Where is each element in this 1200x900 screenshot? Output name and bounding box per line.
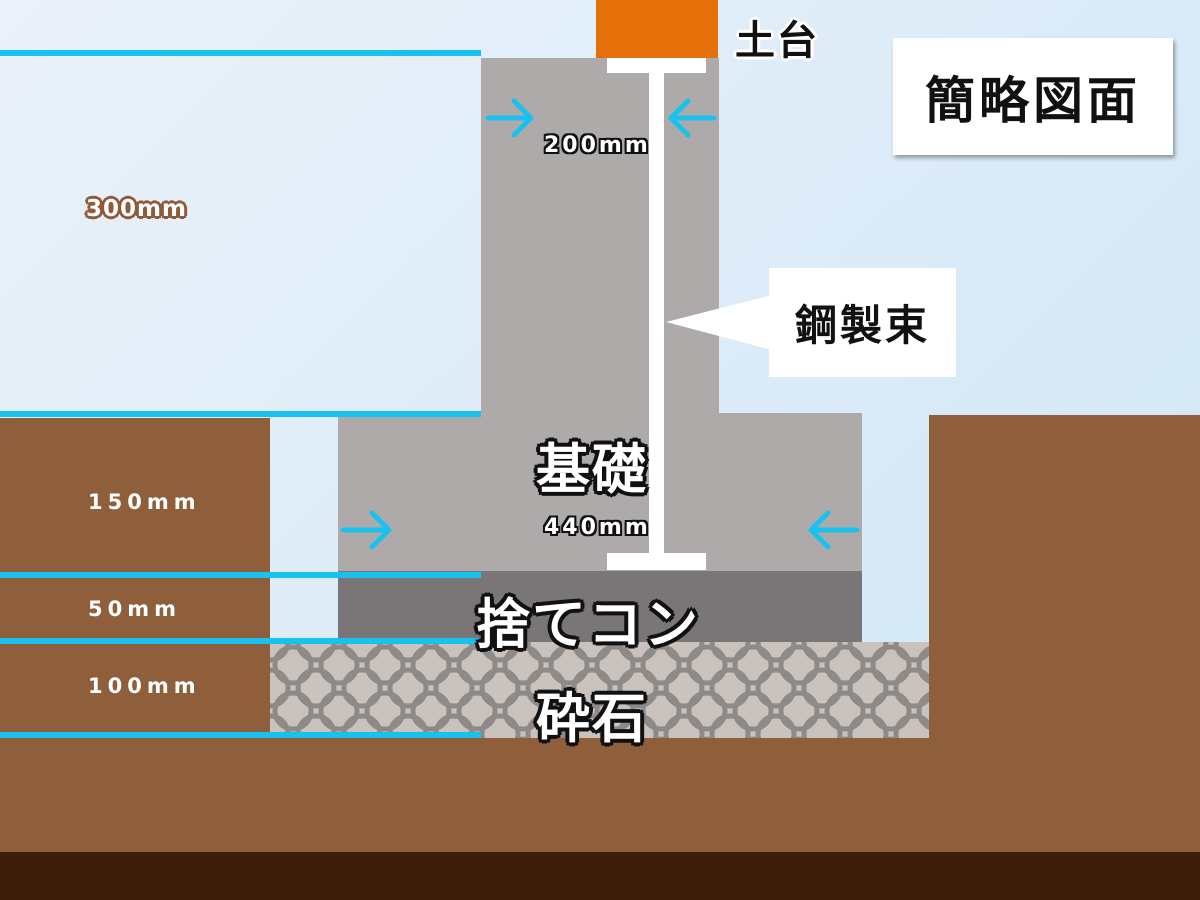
dodai-sill (596, 0, 718, 58)
top-width-label: 200mm (544, 133, 651, 158)
arrow-bottom-right (808, 510, 860, 550)
arrow-top-right (668, 98, 717, 138)
gravel-texture (270, 642, 929, 738)
foundation-label: 基礎 (536, 438, 648, 501)
foundation-footing (338, 413, 862, 571)
callout-pointer (666, 295, 772, 350)
title-box: 簡略図面 (893, 38, 1173, 155)
arrow-bottom-left (340, 510, 392, 550)
dimension-lines (0, 50, 481, 738)
dimension-line-top (0, 50, 481, 56)
steel-post-label: 鋼製束 (794, 301, 930, 350)
diagram-title: 簡略図面 (925, 71, 1141, 130)
soil-left (0, 418, 270, 740)
dodai-label: 土台 (735, 18, 819, 64)
crushed-stone-label: 砕石 (536, 687, 648, 750)
steel-post-base-plate (607, 553, 706, 570)
dimension-arrows (340, 98, 860, 550)
soil-bottom (0, 738, 1200, 854)
dimension-line-gravel (0, 732, 481, 738)
arrow-top-left (485, 98, 534, 138)
foundation-stem (481, 58, 719, 414)
steel-post-callout: 鋼製束 (769, 268, 956, 377)
dimension-line-upper (0, 411, 481, 417)
dimension-line-leveling (0, 638, 481, 644)
soil-right (929, 415, 1200, 740)
leveling-height-label: 50mm (88, 597, 181, 621)
steel-post-shaft (649, 73, 664, 555)
bottom-width-label: 440mm (544, 515, 651, 540)
deep-soil (0, 852, 1200, 900)
footing-height-label: 150mm (88, 490, 201, 514)
gravel-height-label: 100mm (88, 674, 201, 698)
dimension-line-footing (0, 572, 481, 578)
leveling-concrete-layer (338, 571, 862, 642)
leveling-concrete-label: 捨てコン (476, 593, 700, 656)
upper-height-label: 300mm (86, 196, 187, 222)
steel-post-top-plate (607, 58, 706, 73)
